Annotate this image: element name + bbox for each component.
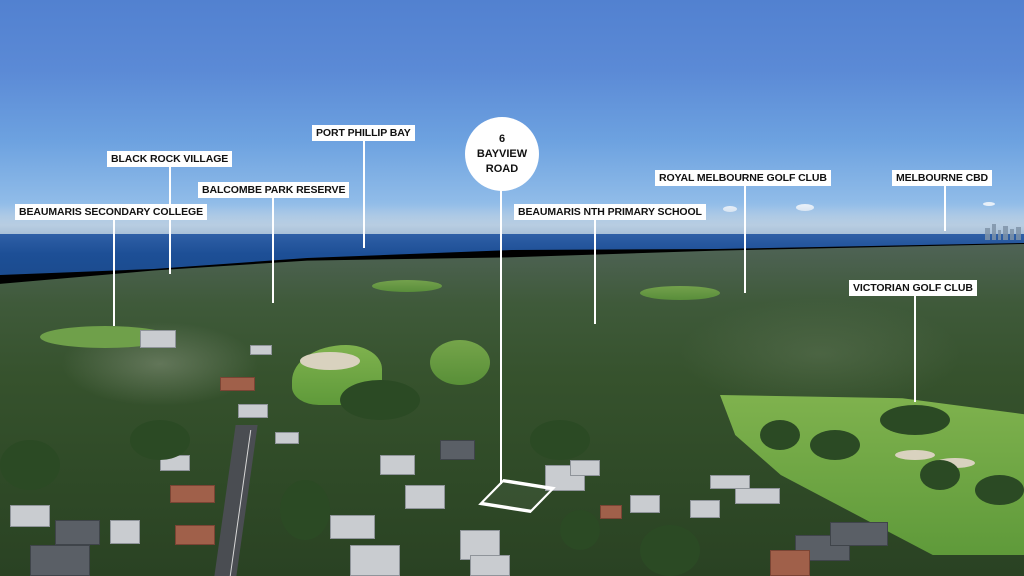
pin-line-beaumaris-secondary-college: [113, 218, 115, 326]
cbd-skyline: [998, 230, 1001, 240]
label-royal-melbourne-golf-club: ROYAL MELBOURNE GOLF CLUB: [655, 170, 831, 186]
oval: [40, 326, 170, 348]
tree-cluster: [880, 405, 950, 435]
house: [330, 515, 375, 539]
house: [380, 455, 415, 475]
house: [238, 404, 268, 418]
tree-cluster: [640, 525, 700, 576]
golf-fairway: [372, 280, 442, 292]
cbd-skyline: [1003, 226, 1008, 240]
pin-line-royal-melbourne-golf-club: [744, 185, 746, 293]
house: [570, 460, 600, 476]
house: [350, 545, 400, 576]
bunker: [895, 450, 935, 460]
tree-cluster: [340, 380, 420, 420]
cbd-skyline: [992, 224, 996, 240]
pin-line-port-phillip-bay: [363, 140, 365, 248]
house: [405, 485, 445, 509]
house: [55, 520, 100, 545]
tree-cluster: [280, 480, 330, 540]
bunker: [935, 458, 975, 468]
house: [630, 495, 660, 513]
label-beaumaris-secondary-college: BEAUMARIS SECONDARY COLLEGE: [15, 204, 207, 220]
tree-cluster: [920, 460, 960, 490]
property-number: 6: [498, 132, 506, 145]
cbd-skyline: [1010, 229, 1014, 240]
tree-cluster: [530, 420, 590, 460]
label-balcombe-park-reserve: BALCOMBE PARK RESERVE: [198, 182, 350, 198]
pin-line-melbourne-cbd: [944, 185, 946, 231]
house: [735, 488, 780, 504]
pin-line-beaumaris-nth-primary-school: [594, 218, 596, 324]
house: [250, 345, 272, 355]
house: [175, 525, 215, 545]
pin-line-balcombe-park-reserve: [272, 196, 274, 303]
property-marker-6-bayview-road: 6 BAYVIEW ROAD: [465, 117, 539, 191]
tree-cluster: [760, 420, 800, 450]
tree-cluster: [130, 420, 190, 460]
house: [140, 330, 176, 348]
tree-cluster: [810, 430, 860, 460]
label-port-phillip-bay: PORT PHILLIP BAY: [312, 125, 415, 141]
golf-fairway: [640, 286, 720, 300]
house: [690, 500, 720, 518]
tree-cluster: [975, 475, 1024, 505]
house: [220, 377, 255, 391]
label-melbourne-cbd: MELBOURNE CBD: [892, 170, 993, 186]
house: [710, 475, 750, 489]
house: [275, 432, 299, 444]
house: [830, 522, 888, 546]
cbd-skyline: [1016, 227, 1021, 240]
tree-cluster: [0, 440, 60, 490]
house: [10, 505, 50, 527]
house: [30, 545, 90, 576]
house: [600, 505, 622, 519]
pin-line-victorian-golf-club: [914, 295, 916, 402]
label-victorian-golf-club: VICTORIAN GOLF CLUB: [849, 280, 977, 296]
cbd-skyline: [985, 228, 990, 240]
house: [770, 550, 810, 576]
house: [170, 485, 215, 503]
house: [110, 520, 140, 544]
property-street: BAYVIEW: [476, 147, 528, 160]
house: [470, 555, 510, 576]
property-street-type: ROAD: [485, 162, 519, 175]
bunker: [300, 352, 360, 370]
tree-cluster: [560, 510, 600, 550]
cloud: [983, 202, 995, 206]
pin-line-black-rock-village: [169, 166, 171, 274]
label-black-rock-village: BLACK ROCK VILLAGE: [107, 151, 233, 167]
royal-melbourne-fairway: [430, 340, 490, 385]
label-beaumaris-nth-primary-school: BEAUMARIS NTH PRIMARY SCHOOL: [514, 204, 706, 220]
house: [440, 440, 475, 460]
pin-line-6-bayview-road: [500, 190, 502, 484]
